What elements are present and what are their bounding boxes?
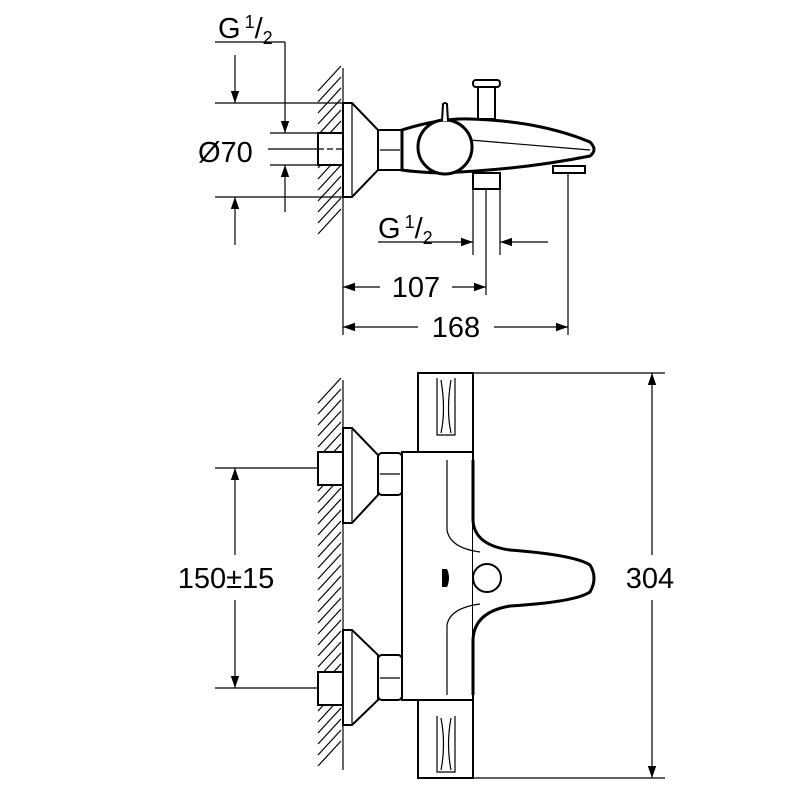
hatch-line xyxy=(317,740,342,767)
diverter-stem xyxy=(477,86,496,120)
spout-front xyxy=(471,460,596,695)
bottom-outlet xyxy=(472,172,501,190)
diameter-label: Ø70 xyxy=(198,137,253,169)
temperature-cap xyxy=(417,372,474,454)
hatch-line xyxy=(317,76,342,103)
hatch-line xyxy=(317,718,342,745)
wall-flange-lower xyxy=(342,629,379,726)
hatch-line xyxy=(317,553,342,580)
supply-fitting-lower xyxy=(317,671,344,706)
hatch-line xyxy=(317,109,342,136)
hatch-line xyxy=(317,564,342,591)
hatch-line xyxy=(317,608,342,635)
thermostat-body xyxy=(401,451,474,701)
hatch-line xyxy=(317,729,342,756)
hatch-line xyxy=(317,509,342,536)
dimension-168: 168 xyxy=(432,312,480,344)
dimension-107: 107 xyxy=(392,272,440,304)
diverter-button xyxy=(472,563,502,593)
hatch-line xyxy=(317,65,342,92)
wall-flange-upper xyxy=(342,427,379,524)
dimension-150: 150±15 xyxy=(178,563,275,595)
front-view: 304 150±15 xyxy=(178,372,674,779)
hatch-line xyxy=(317,197,342,224)
hatch-line xyxy=(317,707,342,734)
supply-fitting-upper xyxy=(317,451,344,486)
hatch-line xyxy=(317,164,342,191)
indicator-mark xyxy=(442,569,449,587)
hatch-line xyxy=(317,586,342,613)
handle-pin xyxy=(441,102,449,122)
hatch-line xyxy=(317,388,342,415)
hatch-line xyxy=(317,186,342,213)
wall-flange xyxy=(342,102,379,198)
hatch-line xyxy=(317,498,342,525)
hatch-line xyxy=(317,630,342,657)
spout-outlet xyxy=(552,165,586,174)
hatch-line xyxy=(317,399,342,426)
temperature-handle xyxy=(416,118,474,176)
hatch-line xyxy=(317,377,342,404)
hatch-line xyxy=(317,520,342,547)
hatch-line xyxy=(317,208,342,235)
flow-cap xyxy=(417,699,474,779)
diverter-cap xyxy=(472,79,501,88)
hatch-line xyxy=(317,619,342,646)
hatch-line xyxy=(317,575,342,602)
hatch-line xyxy=(317,542,342,569)
dimension-304: 304 xyxy=(626,563,674,595)
hatch-line xyxy=(317,531,342,558)
hatch-line xyxy=(317,410,342,437)
hatch-line xyxy=(317,487,342,514)
wall-hatching-bottom xyxy=(317,377,344,770)
hatch-line xyxy=(317,641,342,668)
hatch-line xyxy=(317,421,342,448)
hatch-line xyxy=(317,597,342,624)
hatch-line xyxy=(317,87,342,114)
